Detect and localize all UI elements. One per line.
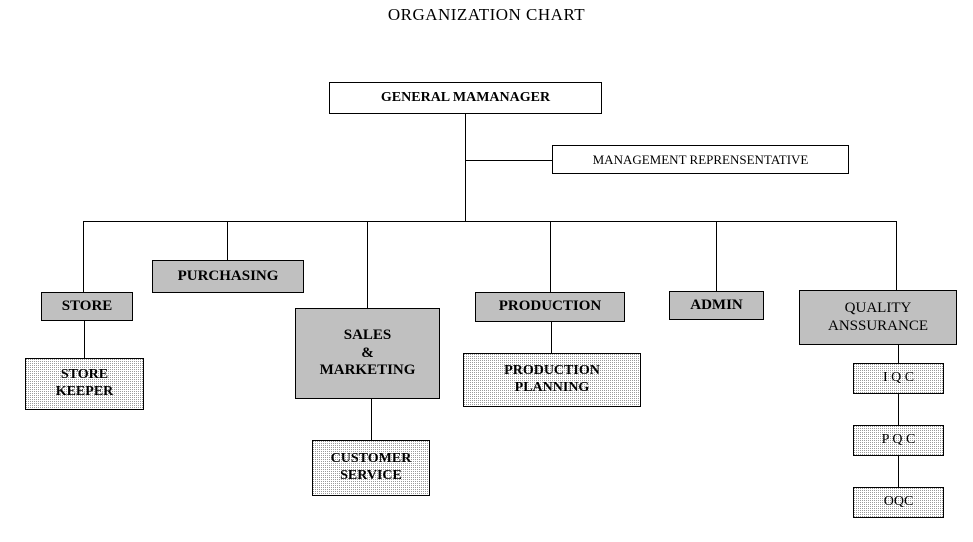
connector-sales-to-customer [371,399,372,440]
node-oqc[interactable]: OQC [853,487,944,518]
connector-gm-stem-lower [465,160,466,221]
connector-main-bus [83,221,896,222]
node-production[interactable]: PRODUCTION [475,292,625,322]
node-purchasing[interactable]: PURCHASING [152,260,304,293]
connector-drop-admin [716,221,717,291]
node-pqc[interactable]: P Q C [853,425,944,456]
node-admin[interactable]: ADMIN [669,291,764,320]
node-management-representative[interactable]: MANAGEMENT REPRENSENTATIVE [552,145,849,174]
page-title: ORGANIZATION CHART [387,5,586,24]
node-store[interactable]: STORE [41,292,133,321]
connector-drop-purchasing [227,221,228,260]
connector-drop-production [550,221,551,292]
connector-store-to-keeper [84,321,85,358]
node-quality-anssurance[interactable]: QUALITY ANSSURANCE [799,290,957,345]
connector-drop-sales [367,221,368,308]
connector-drop-store [83,221,84,292]
connector-production-to-plan [551,322,552,353]
connector-drop-quality [896,221,897,290]
node-iqc[interactable]: I Q C [853,363,944,394]
connector-pqc-to-oqc [898,456,899,487]
connector-mr-branch [465,160,552,161]
connector-gm-stem-upper [465,114,466,160]
node-customer-service[interactable]: CUSTOMER SERVICE [312,440,430,496]
node-general-manager[interactable]: GENERAL MAMANAGER [329,82,602,114]
connector-quality-to-iqc [898,345,899,363]
connector-iqc-to-pqc [898,394,899,425]
node-sales-marketing[interactable]: SALES & MARKETING [295,308,440,399]
node-production-planning[interactable]: PRODUCTION PLANNING [463,353,641,407]
node-store-keeper[interactable]: STORE KEEPER [25,358,144,410]
